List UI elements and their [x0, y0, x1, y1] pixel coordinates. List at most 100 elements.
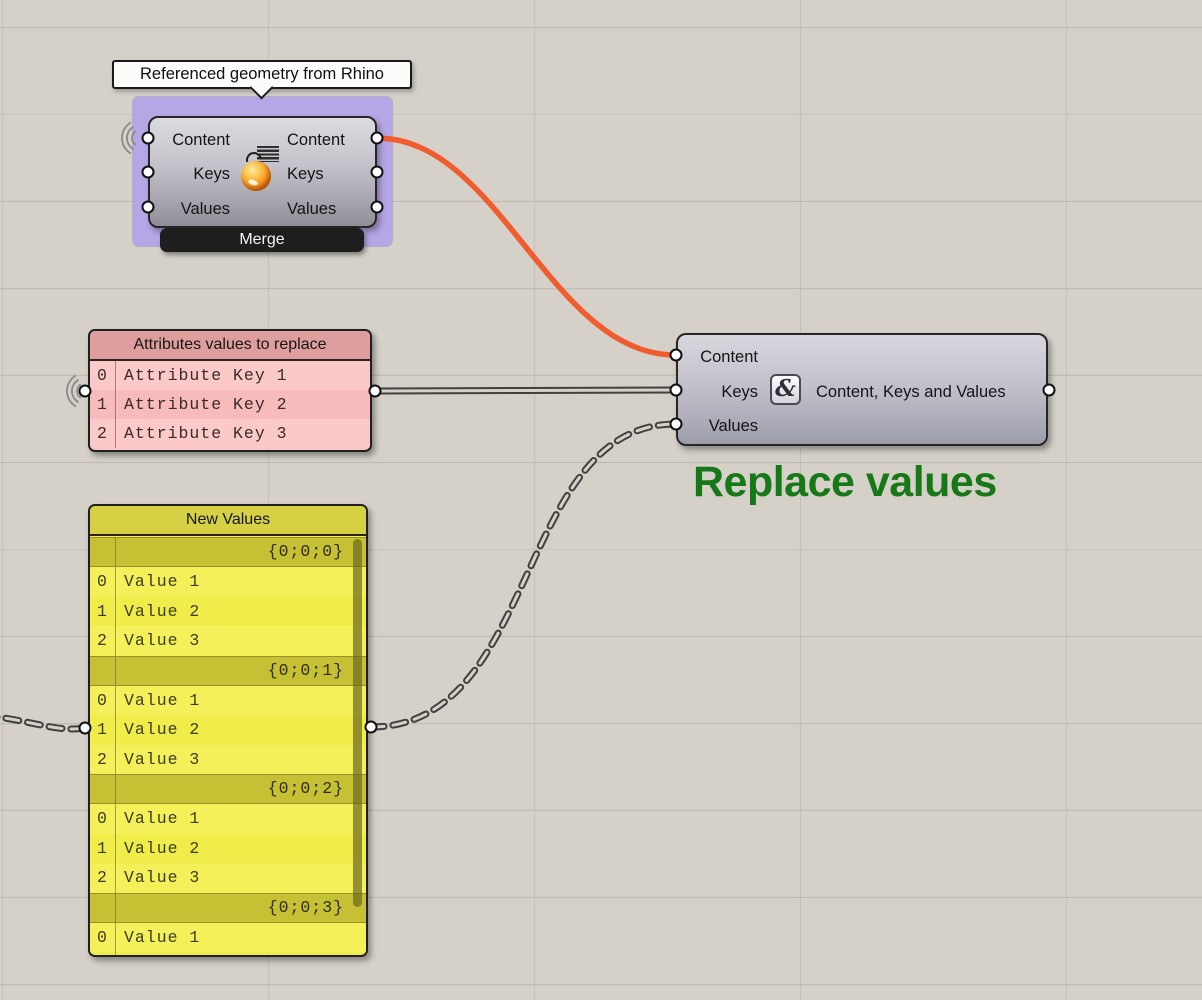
panel-row: 0 Value 1 — [90, 685, 366, 715]
yellow-panel-input-grip[interactable] — [78, 721, 92, 735]
merge-output-label-content: Content — [287, 131, 345, 149]
panel-row: 2 Value 3 — [90, 626, 366, 656]
row-value: Value 3 — [124, 868, 201, 887]
panel-row: 2 Value 3 — [90, 863, 366, 893]
row-index: 0 — [90, 685, 116, 715]
panel-row: 0 Attribute Key 1 — [90, 361, 370, 390]
tree-path-band: {0;0;2} — [90, 774, 366, 804]
row-index: 1 — [90, 715, 116, 745]
merge-output-grip-content[interactable] — [370, 131, 384, 145]
row-value: Attribute Key 1 — [124, 366, 288, 385]
wire-values-outer[interactable] — [367, 420, 680, 731]
tree-path-label: {0;0;3} — [267, 897, 344, 917]
merge-input-label-keys: Keys — [193, 165, 230, 183]
panel-row: 1 Value 2 — [90, 833, 366, 863]
panel-row: 0 Value 1 — [90, 567, 366, 597]
row-index: 1 — [90, 390, 116, 419]
row-index: 0 — [90, 361, 116, 390]
tree-path-band: {0;0;1} — [90, 655, 366, 686]
band-index-spacer — [90, 775, 116, 803]
row-index: 0 — [90, 922, 116, 952]
wireless-arcs-merge-input — [121, 121, 137, 155]
merge-input-label-values: Values — [180, 200, 230, 218]
row-index: 0 — [90, 567, 116, 597]
wire-content[interactable] — [374, 135, 679, 358]
merge-name: Merge — [239, 231, 285, 248]
replace-values-annotation[interactable]: Replace values — [693, 458, 997, 507]
yellow-panel-output-grip[interactable] — [364, 720, 378, 734]
replace-input-label-values: Values — [708, 417, 758, 435]
wire-offcanvas-inner — [0, 715, 87, 731]
panel-row: 1 Value 2 — [90, 596, 366, 626]
row-index: 1 — [90, 952, 116, 955]
row-value: Value 1 — [124, 927, 201, 947]
band-index-spacer — [90, 893, 116, 922]
merge-output-label-values: Values — [287, 200, 337, 218]
merge-input-grip-content[interactable] — [141, 131, 155, 145]
ampersand-icon: & — [770, 374, 801, 405]
pink-panel-title: Attributes values to replace — [133, 336, 327, 353]
merge-bomb-icon — [241, 146, 279, 194]
row-value: Value 3 — [124, 749, 201, 769]
ampersand-glyph: & — [775, 375, 796, 402]
merge-icon-ball — [241, 161, 271, 191]
row-value: Value 1 — [124, 572, 201, 591]
merge-output-grip-keys[interactable] — [370, 165, 384, 179]
merge-input-grip-keys[interactable] — [141, 165, 155, 179]
row-value: Value 2 — [116, 952, 200, 955]
replace-input-label-content: Content — [700, 348, 758, 366]
row-value: Value 2 — [124, 601, 201, 621]
merge-output-label-keys: Keys — [287, 165, 324, 183]
annotation-text: Replace values — [693, 458, 997, 506]
merge-icon-list-lines — [257, 146, 279, 162]
panel-row: 1 Attribute Key 2 — [90, 390, 370, 419]
panel-row: 2 Value 3 — [90, 744, 366, 774]
pink-panel-output-grip[interactable] — [368, 384, 382, 398]
wireless-arcs-pink-input — [66, 374, 82, 408]
replace-output-grip[interactable] — [1042, 383, 1056, 397]
row-index: 2 — [90, 419, 116, 448]
row-value: Value 3 — [124, 631, 201, 650]
yellow-panel-title: New Values — [185, 511, 271, 528]
tree-path-band: {0;0;0} — [90, 537, 366, 567]
pink-panel-header: Attributes values to replace — [90, 331, 370, 361]
band-index-spacer — [90, 656, 116, 685]
yellow-panel-scrollbar[interactable] — [353, 539, 362, 907]
tree-path-label: {0;0;0} — [267, 542, 344, 561]
row-index: 2 — [90, 744, 116, 774]
replace-input-grip-keys[interactable] — [669, 383, 683, 397]
merge-input-label-content: Content — [172, 131, 230, 149]
replace-input-grip-values[interactable] — [669, 417, 683, 431]
merge-output-grip-values[interactable] — [370, 200, 384, 214]
wire-keys-inner — [373, 388, 678, 393]
panel-row: 0 Value 1 — [90, 922, 366, 952]
pink-panel-input-grip[interactable] — [78, 384, 92, 398]
replace-input-grip-content[interactable] — [669, 348, 683, 362]
row-value: Value 1 — [124, 809, 201, 828]
merge-nameplate[interactable]: Merge — [160, 228, 364, 252]
replace-component[interactable]: Content Keys Values & Content, Keys and … — [676, 333, 1048, 446]
row-value: Value 1 — [124, 690, 201, 710]
merge-component[interactable]: Content Keys Values Content Keys Values — [148, 116, 377, 228]
replace-component-name: Content, Keys and Values — [816, 383, 1006, 401]
row-index: 2 — [90, 626, 116, 656]
row-index: 1 — [90, 596, 116, 626]
merge-input-grip-values[interactable] — [141, 200, 155, 214]
replace-input-label-keys: Keys — [721, 383, 758, 401]
row-value: Attribute Key 2 — [124, 395, 288, 414]
tree-path-band: {0;0;3} — [90, 892, 366, 923]
yellow-panel-header: New Values — [90, 506, 366, 536]
band-index-spacer — [90, 538, 116, 566]
row-index: 2 — [90, 863, 116, 893]
row-value: Value 2 — [124, 838, 201, 858]
row-index: 1 — [90, 833, 116, 863]
